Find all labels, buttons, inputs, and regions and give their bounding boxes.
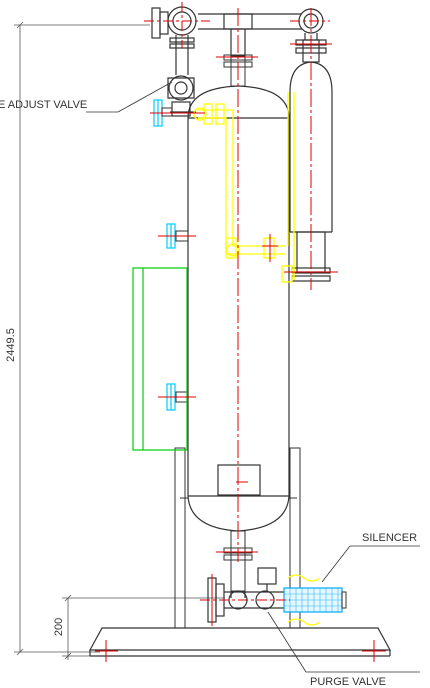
- regeneration-pipe: [193, 92, 295, 283]
- leader-lines: [86, 81, 420, 673]
- adjust-valve-label: E ADJUST VALVE: [0, 99, 87, 111]
- dimension-overall-height: [14, 21, 150, 656]
- control-panel-box: [132, 267, 188, 451]
- purge-valve-label: PURGE VALVE: [310, 676, 386, 688]
- anchor-bolt-marks: [95, 640, 386, 662]
- silencer-label: SILENCER: [362, 532, 417, 544]
- base-plate: [88, 627, 392, 657]
- silencer: [283, 587, 347, 613]
- base-height-label: 200: [53, 618, 65, 636]
- centerlines: [144, 2, 338, 626]
- overall-height-label: 2449.5: [5, 328, 17, 362]
- silencer-exhaust-marks: [287, 574, 321, 626]
- gauge-stubs: [161, 107, 189, 403]
- purge-valve-assembly: [207, 567, 284, 623]
- support-legs: [174, 447, 301, 629]
